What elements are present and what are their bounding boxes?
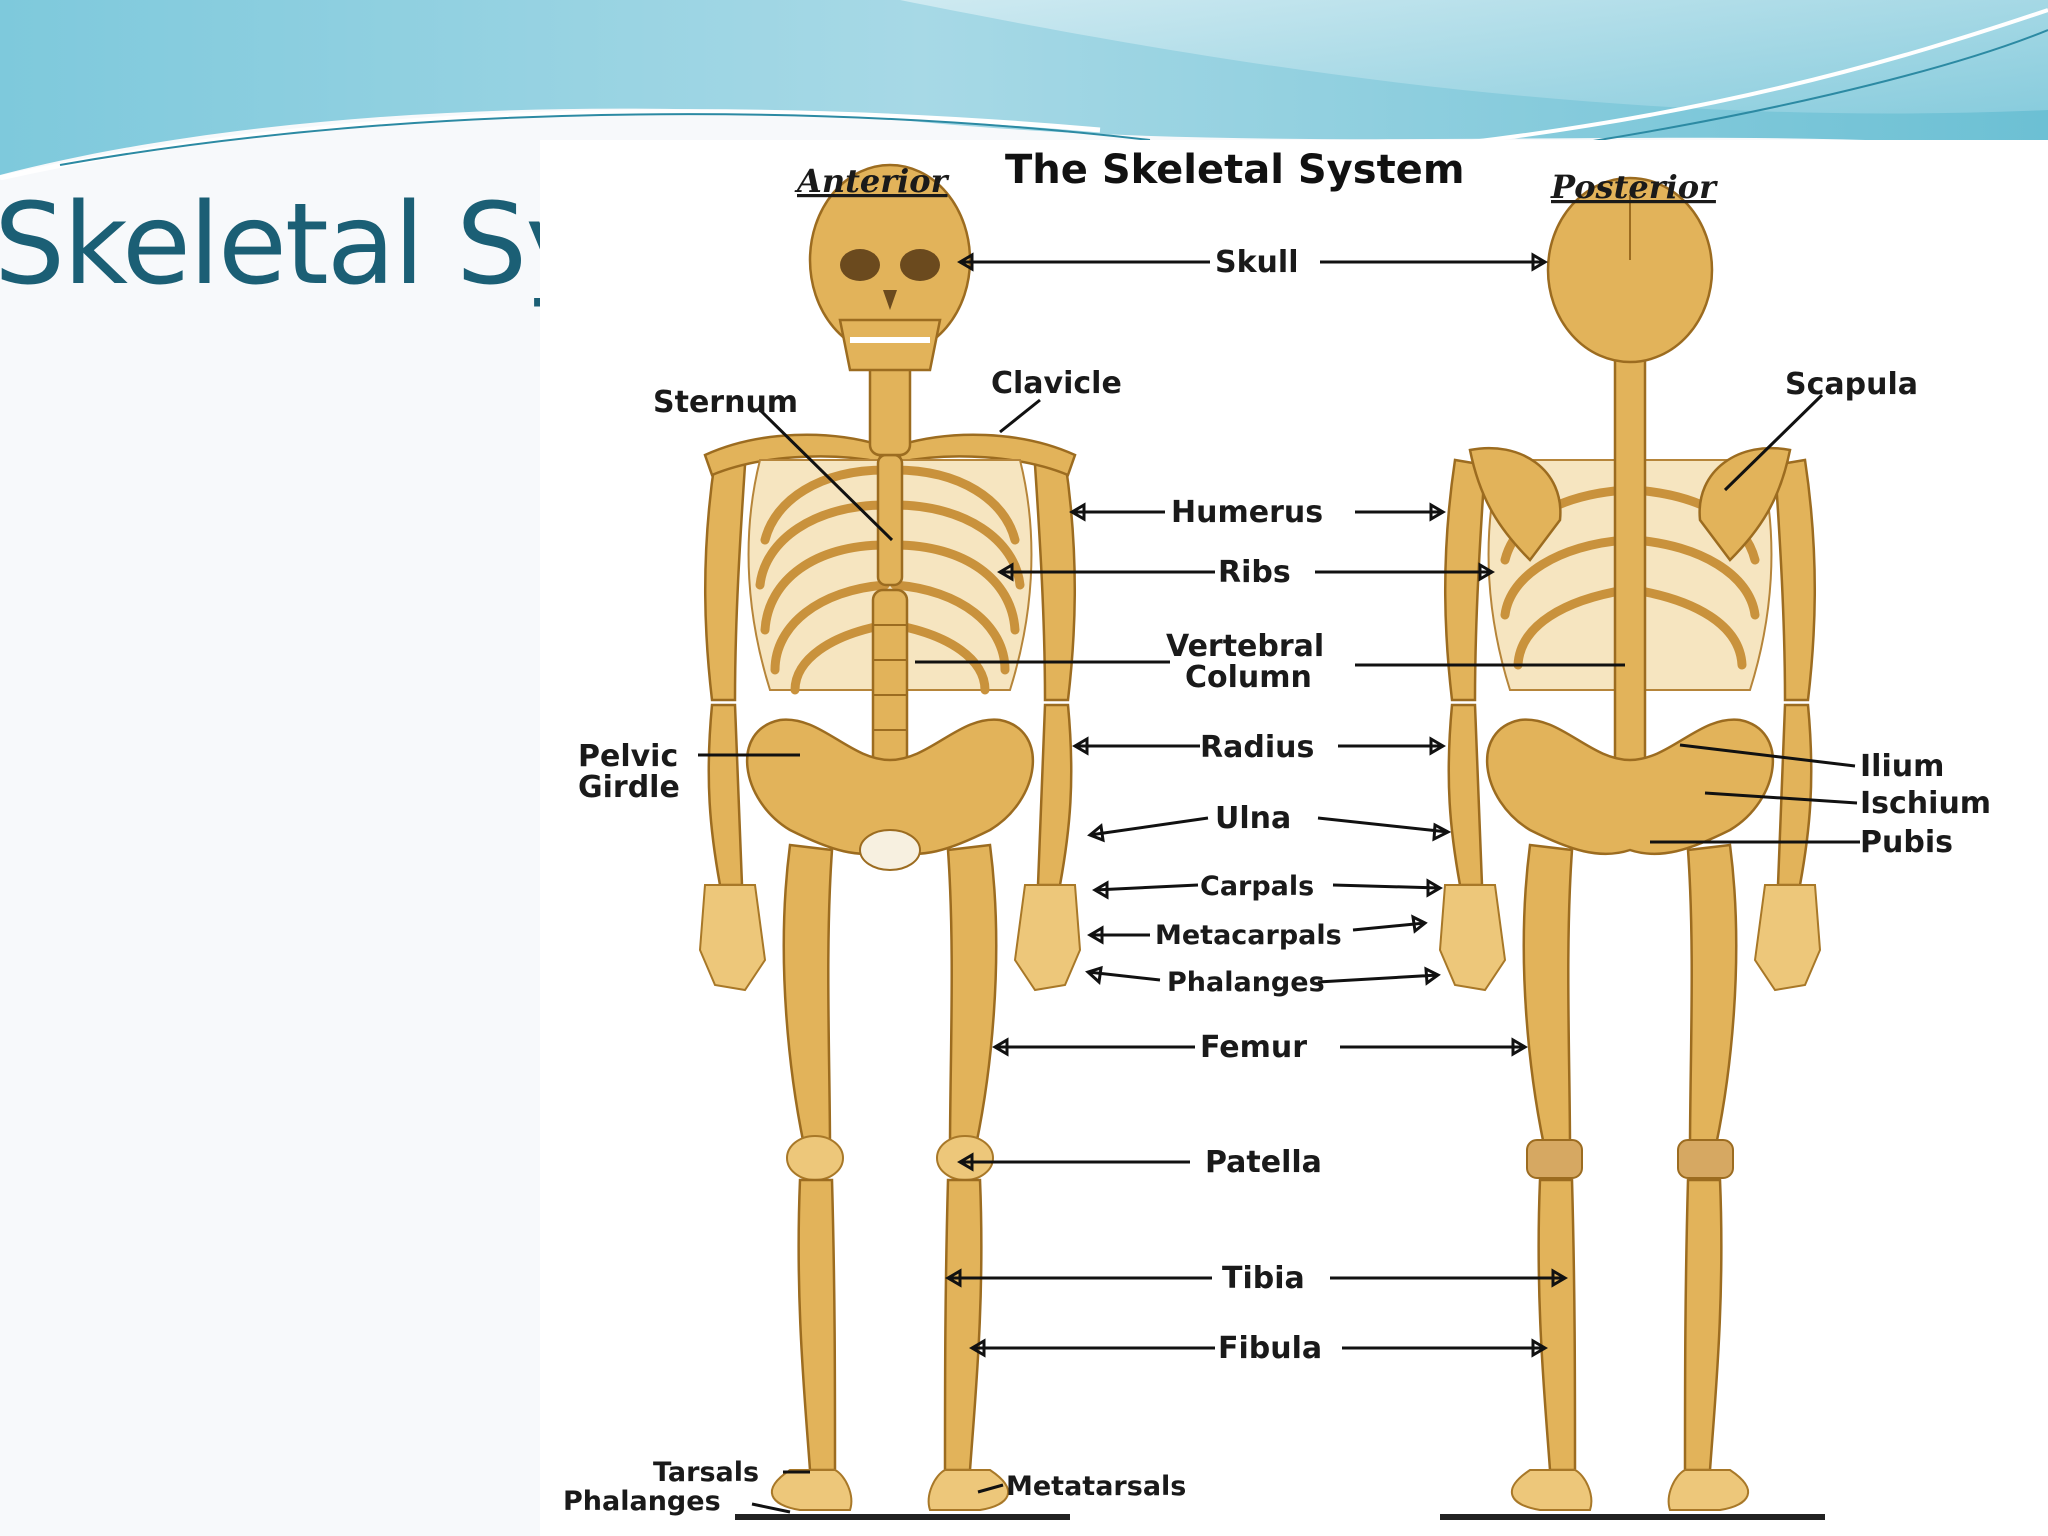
skeleton-diagram: The Skeletal System Anterior Posterior S… xyxy=(540,140,2048,1536)
anterior-skeleton xyxy=(698,163,1082,1511)
skeleton-svg: The Skeletal System Anterior Posterior S… xyxy=(563,147,1991,1520)
label-tarsals: Tarsals xyxy=(653,1457,759,1488)
label-metacarpals: Metacarpals xyxy=(1155,920,1342,951)
label-ribs: Ribs xyxy=(1218,555,1291,590)
label-vertebral-2: Column xyxy=(1185,660,1312,695)
label-ischium: Ischium xyxy=(1860,786,1991,821)
label-radius: Radius xyxy=(1200,730,1314,765)
label-metatarsals: Metatarsals xyxy=(1006,1471,1186,1502)
header-banner xyxy=(0,0,2048,180)
label-fibula: Fibula xyxy=(1218,1331,1322,1366)
label-pelvic-2: Girdle xyxy=(578,770,680,805)
label-humerus: Humerus xyxy=(1171,495,1323,530)
label-femur: Femur xyxy=(1200,1030,1307,1065)
label-clavicle: Clavicle xyxy=(991,366,1122,401)
anterior-view-label: Anterior xyxy=(794,162,950,200)
label-vertebral-1: Vertebral xyxy=(1166,629,1324,664)
label-phalanges-foot: Phalanges xyxy=(563,1486,721,1517)
label-pelvic-1: Pelvic xyxy=(578,739,678,774)
label-sternum: Sternum xyxy=(653,385,798,420)
label-tibia: Tibia xyxy=(1222,1261,1305,1296)
diagram-title: The Skeletal System xyxy=(1005,147,1465,193)
label-ulna: Ulna xyxy=(1215,801,1291,836)
posterior-view-label: Posterior xyxy=(1550,168,1718,206)
label-scapula: Scapula xyxy=(1785,367,1918,402)
label-skull: Skull xyxy=(1215,245,1298,280)
posterior-skeleton xyxy=(1438,176,1822,1511)
label-ilium: Ilium xyxy=(1860,749,1944,784)
label-carpals: Carpals xyxy=(1200,871,1314,902)
label-patella: Patella xyxy=(1205,1145,1322,1180)
label-pubis: Pubis xyxy=(1860,825,1953,860)
leader-lines xyxy=(698,252,1860,1514)
label-phalanges-hand: Phalanges xyxy=(1167,967,1325,998)
